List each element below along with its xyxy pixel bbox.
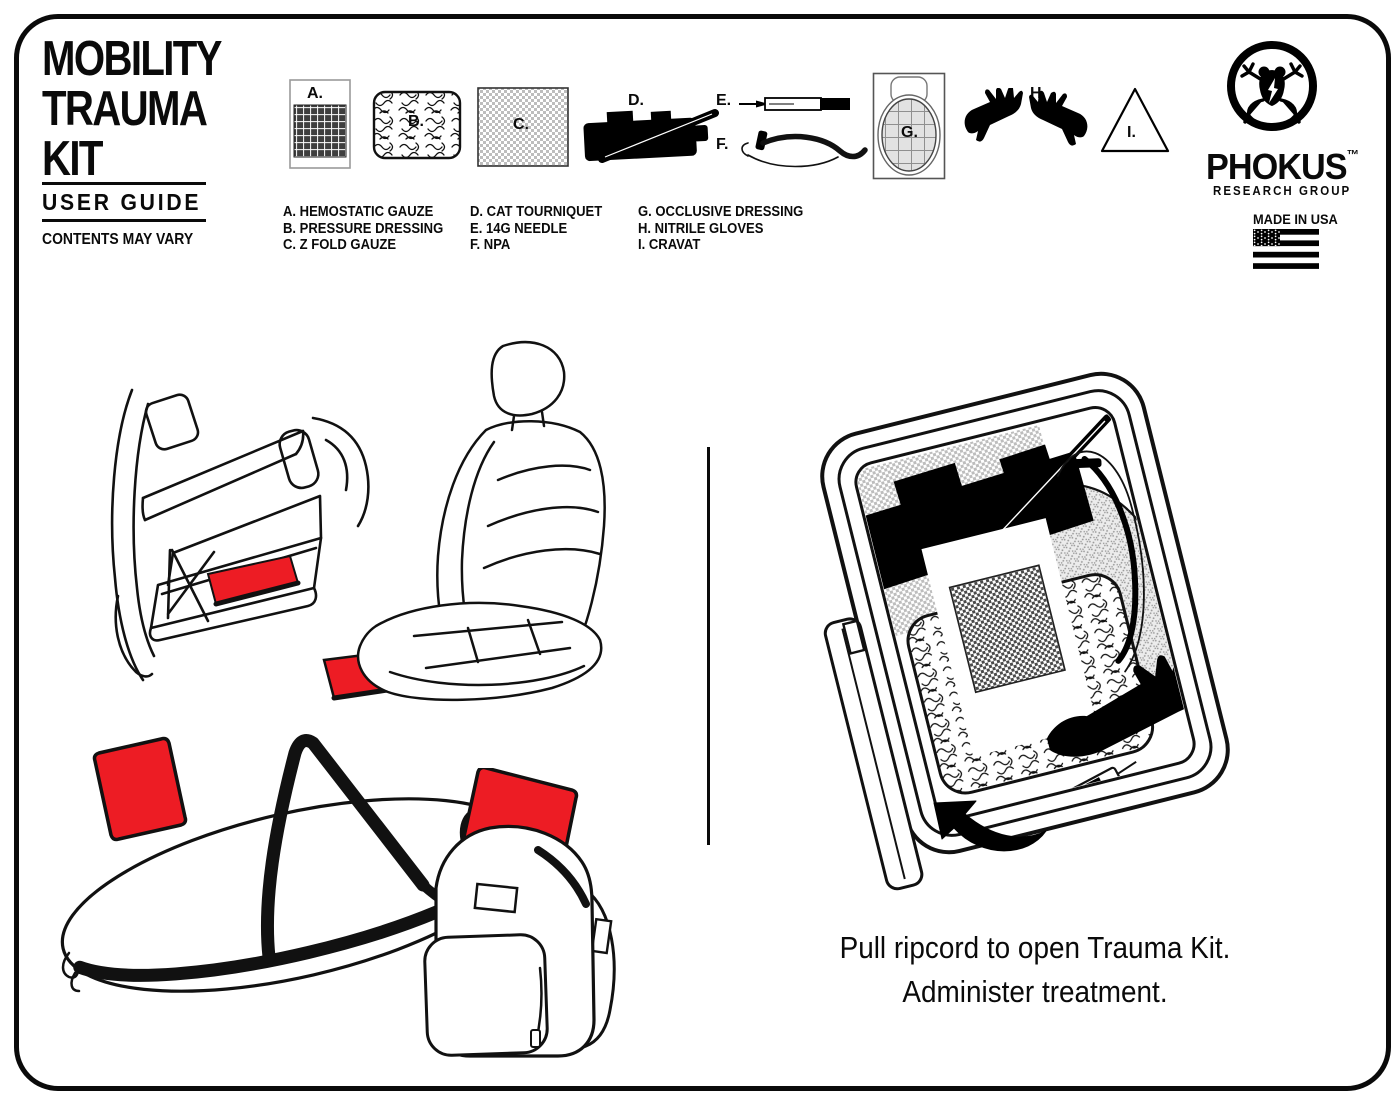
backpack-illustration bbox=[390, 768, 632, 1070]
legend-column-2: D. CAT TOURNIQUET E. 14G NEEDLE F. NPA bbox=[470, 204, 602, 254]
legend-item-g: G. OCCLUSIVE DRESSING bbox=[638, 204, 804, 220]
page-title: MOBILITY TRAUMA KIT bbox=[42, 32, 222, 186]
pressure-dressing-icon bbox=[372, 90, 462, 160]
legend-item-h: H. NITRILE GLOVES bbox=[638, 220, 764, 237]
legend-column-1: A. HEMOSTATIC GAUZE B. PRESSURE DRESSING… bbox=[283, 204, 443, 254]
trademark-symbol: ™ bbox=[1346, 147, 1359, 162]
npa-icon bbox=[732, 126, 872, 170]
item-f-letter: F. bbox=[716, 136, 729, 153]
subtitle: USER GUIDE bbox=[42, 189, 202, 215]
open-trauma-kit-illustration bbox=[800, 358, 1252, 918]
item-b-letter: B. bbox=[408, 113, 424, 130]
section-divider bbox=[707, 447, 710, 845]
tourniquet-icon bbox=[578, 104, 723, 166]
ripcord-flap bbox=[823, 617, 924, 891]
contents-note: CONTENTS MAY VARY bbox=[42, 231, 194, 248]
duffel-red-kit bbox=[92, 736, 188, 842]
legend-column-3: G. OCCLUSIVE DRESSING H. NITRILE GLOVES … bbox=[638, 204, 803, 254]
legend-item-a: A. HEMOSTATIC GAUZE bbox=[283, 204, 434, 220]
instruction-caption: Pull ripcord to open Trauma Kit. Adminis… bbox=[828, 926, 1242, 1014]
brand-subtitle: RESEARCH GROUP bbox=[1213, 184, 1352, 198]
occlusive-dressing-icon bbox=[872, 72, 946, 180]
duffel-bag-illustration bbox=[55, 725, 527, 1067]
z-fold-gauze-icon bbox=[477, 87, 569, 167]
ripcord-arrow-icon bbox=[930, 795, 1050, 870]
title-line-3: KIT bbox=[42, 132, 103, 186]
legend-item-b: B. PRESSURE DRESSING bbox=[283, 220, 444, 237]
instruction-line-1: Pull ripcord to open Trauma Kit. bbox=[839, 930, 1231, 965]
page-border bbox=[14, 14, 1391, 1091]
brand-name-text: PHOKUS bbox=[1206, 146, 1348, 187]
frog-icon bbox=[1224, 38, 1320, 138]
rule-above-subtitle bbox=[42, 182, 206, 185]
item-c-letter: C. bbox=[513, 116, 529, 133]
usa-flag-icon bbox=[1253, 229, 1319, 269]
brand-name: PHOKUS™ bbox=[1206, 146, 1359, 188]
made-in-label: MADE IN USA bbox=[1253, 212, 1338, 227]
car-seat-illustration bbox=[318, 330, 630, 718]
gloves-icon bbox=[960, 88, 1092, 150]
legend-item-c: C. Z FOLD GAUZE bbox=[283, 237, 397, 253]
legend-item-e: E. 14G NEEDLE bbox=[470, 220, 568, 237]
cravat-icon bbox=[1100, 85, 1170, 155]
legend-item-d: D. CAT TOURNIQUET bbox=[470, 204, 603, 220]
title-line-2: TRAUMA bbox=[42, 82, 208, 136]
item-e-letter: E. bbox=[716, 92, 732, 109]
item-i-letter: I. bbox=[1127, 124, 1136, 141]
legend-item-i: I. CRAVAT bbox=[638, 237, 701, 253]
title-line-1: MOBILITY bbox=[42, 32, 222, 86]
item-d-letter: D. bbox=[628, 92, 644, 109]
instruction-line-2: Administer treatment. bbox=[902, 974, 1168, 1009]
rule-below-subtitle bbox=[42, 219, 206, 222]
glove-box-illustration bbox=[88, 378, 406, 710]
gauze-package-icon bbox=[289, 79, 351, 169]
item-a-letter: A. bbox=[307, 85, 323, 102]
needle-icon bbox=[738, 95, 852, 113]
item-g-letter: G. bbox=[901, 124, 918, 141]
legend-item-f: F. NPA bbox=[470, 237, 511, 253]
